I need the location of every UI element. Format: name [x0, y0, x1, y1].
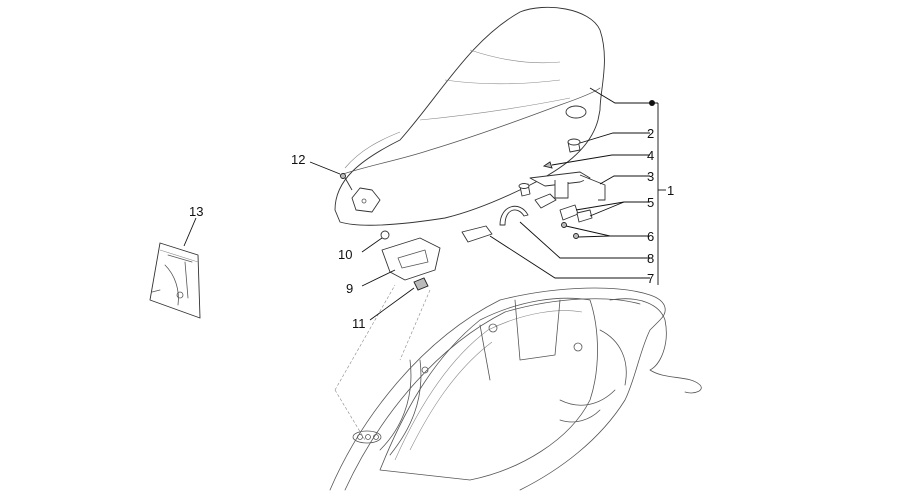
seat: [334, 6, 605, 226]
callout-10: 10: [338, 247, 352, 262]
callout-2: 2: [647, 126, 654, 141]
callout-6: 6: [647, 229, 654, 244]
small-parts: [149, 138, 606, 319]
callout-4: 4: [647, 148, 654, 163]
callout-7: 7: [647, 271, 654, 286]
callout-3: 3: [647, 169, 654, 184]
callout-9: 9: [346, 281, 353, 296]
callout-numbers: 1 2 3 4 5 6 7 8 9 10 11 12 13: [189, 126, 674, 331]
callout-13: 13: [189, 204, 203, 219]
leader-lines: [183, 87, 666, 321]
callout-5: 5: [647, 195, 654, 210]
scooter-frame: [329, 284, 702, 491]
callout-11: 11: [352, 316, 366, 331]
callout-8: 8: [647, 251, 654, 266]
callout-1: 1: [667, 183, 674, 198]
callout-12: 12: [291, 152, 305, 167]
